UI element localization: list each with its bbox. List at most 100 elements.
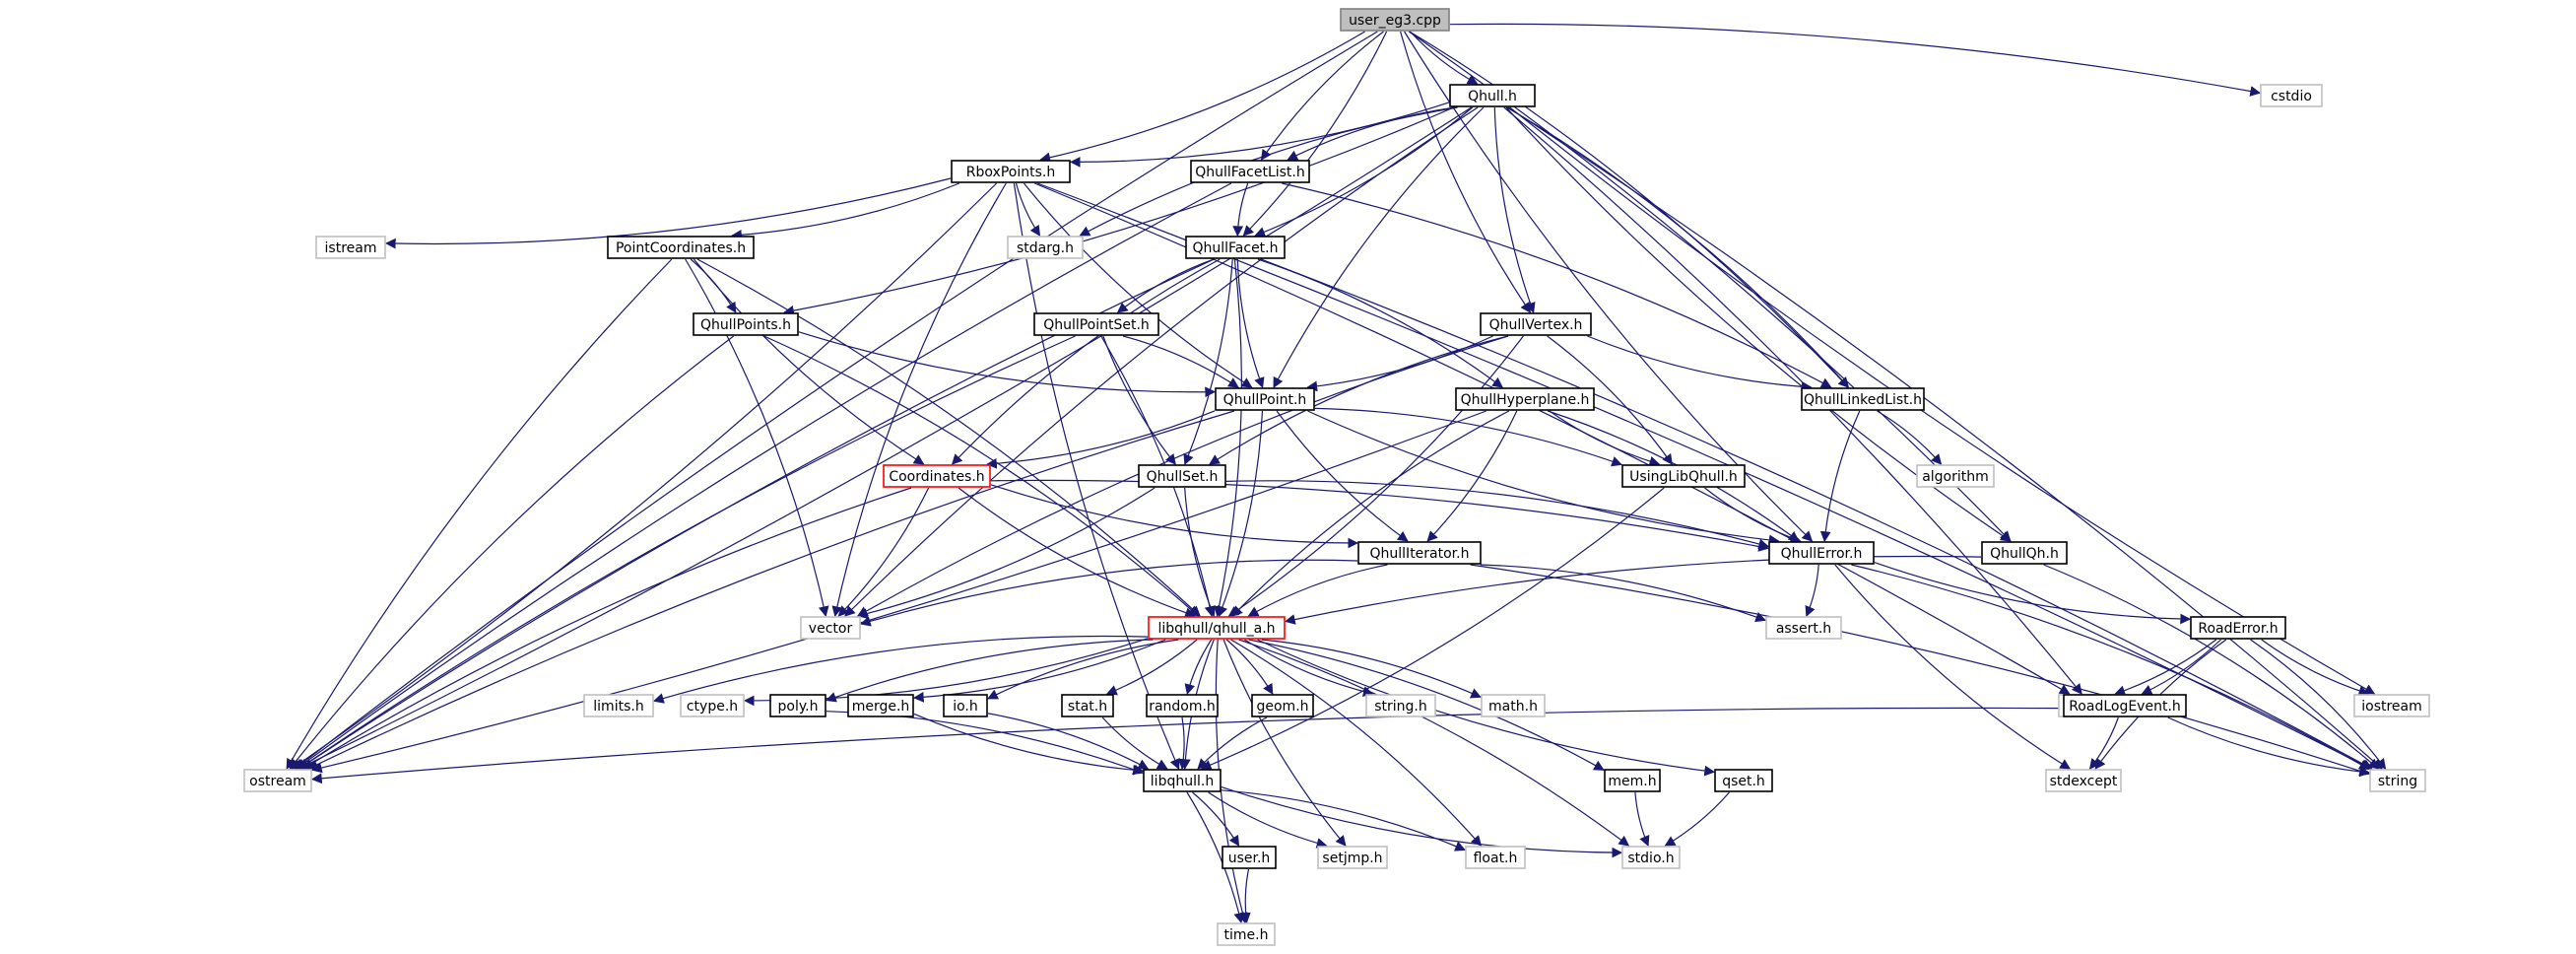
include-edge-libqhull_a-to-stdio (1238, 639, 1630, 847)
node-label: qset.h (1722, 774, 1765, 789)
node-vertex[interactable]: QhullVertex.h (1480, 312, 1592, 336)
include-edge-stat-to-libqhull (1101, 716, 1168, 770)
include-edge-qset-to-stdio (1664, 791, 1730, 847)
node-qhullpoints[interactable]: QhullPoints.h (693, 312, 799, 336)
node-hyperplane[interactable]: QhullHyperplane.h (1455, 387, 1595, 411)
node-label: Qhull.h (1468, 89, 1517, 104)
include-edge-libqhull_a-to-qset (1257, 639, 1716, 777)
include-edge-coordinates-to-iterator (990, 484, 1359, 549)
node-pointcoords[interactable]: PointCoordinates.h (607, 236, 755, 259)
include-edge-facet-to-hyperplane (1257, 258, 1503, 388)
include-edge-geom-to-libqhull (1197, 716, 1268, 770)
node-ctype: ctype.h (680, 694, 745, 717)
node-label: RoadError.h (2198, 621, 2278, 637)
node-random[interactable]: random.h (1146, 694, 1219, 717)
include-edge-user_eg3-to-cstdio (1449, 23, 2262, 97)
include-edge-qhull_h-to-stdarg (1079, 106, 1458, 237)
node-coordinates[interactable]: Coordinates.h (883, 464, 991, 488)
node-qh[interactable]: QhullQh.h (1981, 541, 2068, 565)
node-label: UsingLibQhull.h (1629, 469, 1738, 485)
node-qhullpoint[interactable]: QhullPoint.h (1215, 387, 1315, 411)
node-user-eg3[interactable]: user_eg3.cpp (1340, 8, 1450, 32)
include-edge-roaderror-to-iostream (2261, 639, 2370, 697)
include-edge-qhull_h-to-string (1507, 106, 2383, 770)
include-edge-qhullset-to-libqhull_a (1184, 487, 1216, 618)
node-label: Coordinates.h (889, 469, 984, 485)
include-edge-user_eg3-to-linkedlist (1409, 31, 1849, 388)
include-edge-qhull_h-to-qhullpoints (783, 106, 1455, 316)
include-edge-error-to-stdexcept (1834, 564, 2072, 770)
node-pointset[interactable]: QhullPointSet.h (1033, 312, 1159, 336)
node-string-h: string.h (1365, 694, 1436, 717)
node-mem[interactable]: mem.h (1604, 769, 1661, 792)
node-qhull-h[interactable]: Qhull.h (1449, 84, 1536, 107)
node-poly[interactable]: poly.h (769, 694, 826, 717)
include-edge-vertex-to-vector (856, 335, 1509, 617)
node-label: QhullHyperplane.h (1461, 392, 1590, 408)
node-label: libqhull.h (1151, 774, 1214, 789)
node-merge[interactable]: merge.h (847, 694, 914, 717)
node-facetlist[interactable]: QhullFacetList.h (1190, 160, 1310, 183)
node-libqhull[interactable]: libqhull.h (1143, 769, 1222, 792)
include-edge-iterator-to-string (1470, 564, 2371, 777)
node-label: stdexcept (2050, 774, 2118, 789)
node-qhullset[interactable]: QhullSet.h (1138, 464, 1226, 488)
include-edge-roaderror-to-sstream (2114, 639, 2217, 696)
node-label: RoadLogEvent.h (2069, 699, 2181, 715)
node-label: user_eg3.cpp (1349, 13, 1441, 29)
node-qset[interactable]: qset.h (1714, 769, 1773, 792)
node-label: string (2378, 774, 2417, 789)
include-edge-io-to-libqhull (987, 713, 1150, 770)
include-edge-linkedlist-to-algorithm (1877, 410, 1943, 465)
node-rbox[interactable]: RboxPoints.h (951, 160, 1071, 183)
node-roaderror[interactable]: RoadError.h (2190, 616, 2286, 640)
node-geom[interactable]: geom.h (1251, 694, 1314, 717)
node-vector: vector (800, 616, 861, 640)
node-facet[interactable]: QhullFacet.h (1185, 236, 1286, 259)
node-linkedlist[interactable]: QhullLinkedList.h (1801, 387, 1925, 411)
node-label: vector (809, 621, 853, 637)
node-iterator[interactable]: QhullIterator.h (1357, 541, 1482, 565)
include-edge-rbox-to-istream (384, 177, 952, 249)
include-edge-pointset-to-ostream (297, 335, 1076, 770)
include-edge-facetlist-to-facet (1232, 182, 1249, 238)
include-edge-coordinates-to-ostream (302, 487, 912, 770)
include-edge-facet-to-string (1260, 258, 2373, 770)
node-libqhull-a[interactable]: libqhull/qhull_a.h (1148, 616, 1286, 640)
include-edge-qhullpoint-to-iterator (1276, 410, 1409, 542)
node-math: math.h (1481, 694, 1546, 717)
include-edge-qhullset-to-error (1225, 480, 1770, 550)
include-edge-hyperplane-to-ostream (310, 410, 1486, 774)
include-edge-qh-to-string (2043, 564, 2380, 770)
include-edge-pointset-to-qhullset (1102, 335, 1176, 465)
node-roadlog[interactable]: RoadLogEvent.h (2063, 694, 2187, 717)
include-edge-libqhull_a-to-stat (1105, 639, 1198, 696)
include-edge-roadlog-to-stdexcept (2088, 716, 2119, 770)
node-user[interactable]: user.h (1222, 846, 1277, 869)
node-label: iostream (2361, 699, 2422, 715)
include-edge-user_eg3-to-qhull_h (1409, 31, 1479, 85)
include-edge-linkedlist-to-error (1819, 410, 1861, 543)
node-label: float.h (1474, 851, 1518, 866)
node-label: libqhull/qhull_a.h (1157, 621, 1275, 637)
node-error[interactable]: QhullError.h (1768, 541, 1875, 565)
include-edge-libqhull_a-to-random (1184, 639, 1213, 696)
include-edge-vertex-to-qhullset (1209, 335, 1509, 465)
node-usinglib[interactable]: UsingLibQhull.h (1621, 464, 1746, 488)
include-edge-random-to-libqhull (1178, 716, 1189, 771)
include-edge-qhull_h-to-linkedlist (1506, 106, 1850, 388)
include-edge-qhullpoint-to-libqhull_a (1217, 410, 1264, 618)
include-edge-facet-to-pointset (1116, 258, 1215, 313)
include-edge-vertex-to-usinglib (1547, 335, 1673, 465)
include-edge-libqhull-to-stdio (1221, 786, 1623, 858)
include-edge-user_eg3-to-rbox (1039, 31, 1365, 164)
node-label: stat.h (1068, 699, 1107, 715)
node-label: io.h (953, 699, 978, 715)
include-edge-qhull_h-to-iostream (1509, 106, 2376, 695)
node-stat[interactable]: stat.h (1061, 694, 1114, 717)
node-io[interactable]: io.h (943, 694, 988, 717)
include-edge-qhullpoint-to-usinglib (1314, 407, 1623, 467)
include-edge-rbox-to-pointcoords (731, 182, 960, 240)
include-edge-user_eg3-to-ostream (294, 31, 1378, 770)
node-time: time.h (1217, 922, 1276, 946)
